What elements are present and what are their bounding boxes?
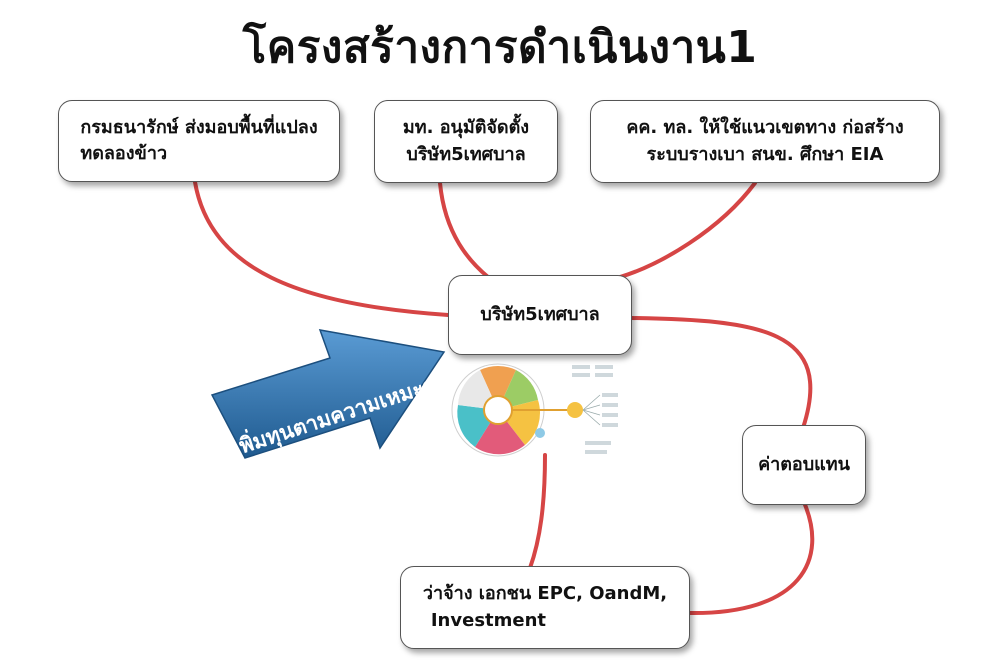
node-contract-line2: Investment [430, 609, 547, 631]
node-university-line1: มท. อนุมัติจัดตั้ง [402, 117, 530, 139]
connector-compensation-contract [686, 498, 815, 616]
node-compensation: ค่าตอบแทน [742, 425, 866, 505]
page-title: โครงสร้างการดำเนินงาน1 [242, 22, 758, 73]
connector-treasury-company [193, 180, 450, 317]
node-company: บริษัท5เทศบาล [448, 275, 632, 355]
connector-university-company [438, 181, 490, 279]
node-treasury-line2: ทดลองข้าว [80, 143, 168, 164]
node-university-line2: บริษัท5เทศบาล [406, 143, 526, 165]
funding-arrow-shape [210, 329, 446, 459]
connector-cabinet-company [618, 181, 757, 279]
node-contract-line1: ว่าจ้าง เอกชน EPC, OandM, [422, 583, 668, 605]
node-cabinet-line1: คค. ทล. ให้ใช้แนวเขตทาง ก่อสร้าง [626, 117, 904, 139]
connector-company-contract [528, 453, 547, 570]
node-treasury: กรมธนารักษ์ ส่งมอบพื้นที่แปลง ทดลองข้าว [58, 100, 340, 182]
node-cabinet-line2: ระบบรางเบา สนข. ศึกษา EIA [646, 143, 884, 165]
node-treasury-line1: กรมธนารักษ์ ส่งมอบพื้นที่แปลง [80, 116, 318, 138]
node-company-label: บริษัท5เทศบาล [480, 303, 600, 325]
node-cabinet: คค. ทล. ให้ใช้แนวเขตทาง ก่อสร้าง ระบบราง… [590, 100, 940, 183]
embedded-cycle-diagram-image [451, 363, 618, 457]
node-compensation-label: ค่าตอบแทน [758, 453, 850, 475]
node-university: มท. อนุมัติจัดตั้ง บริษัท5เทศบาล [374, 100, 558, 183]
connector-company-compensation [630, 316, 813, 430]
node-contract: ว่าจ้าง เอกชน EPC, OandM, Investment [400, 566, 690, 649]
